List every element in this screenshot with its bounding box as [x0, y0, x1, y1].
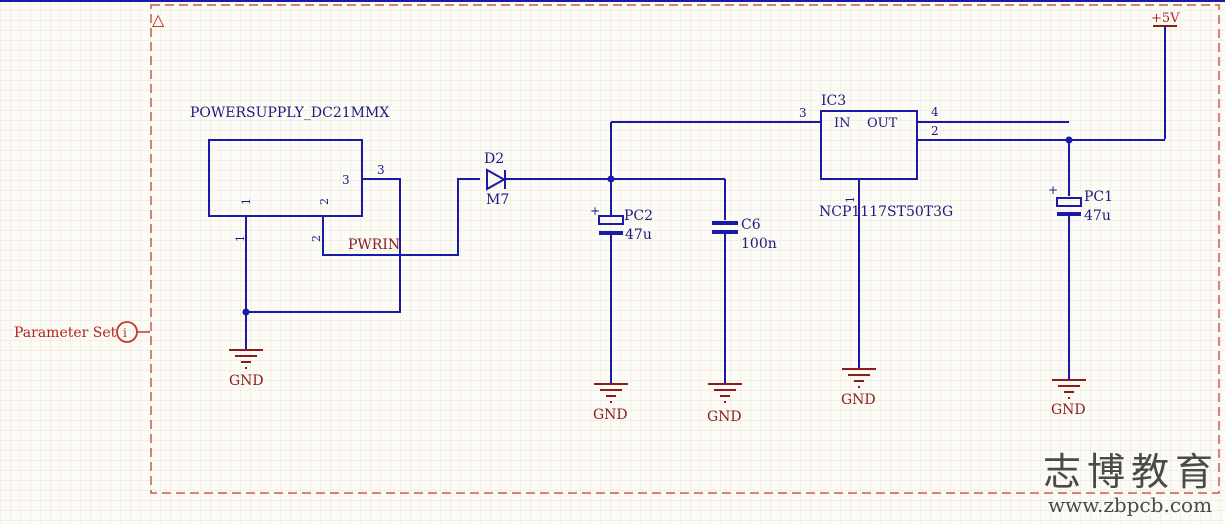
ic-pin-out2: 2: [931, 124, 939, 138]
ground-symbol: GND: [707, 383, 742, 425]
parameter-set-port[interactable]: Parameter Set i: [14, 321, 150, 343]
connector-pin2-outer: 2: [310, 235, 323, 242]
junction-dot: [242, 308, 250, 316]
ic-pin-out4: 4: [931, 105, 939, 119]
gnd-label: GND: [1051, 402, 1086, 418]
gnd-label: GND: [229, 373, 264, 389]
pc2-value: 47u: [625, 227, 652, 243]
connector-pin1-inner: 1: [240, 198, 253, 205]
diode-value: M7: [486, 192, 509, 208]
c6-plate-bottom: [712, 230, 738, 234]
port-symbol-letter: i: [123, 326, 127, 340]
port-label: Parameter Set: [14, 325, 117, 341]
ic-ref: IC3: [821, 93, 846, 109]
capacitor-pc1[interactable]: + PC1 47u: [1048, 183, 1113, 224]
connector-powersupply[interactable]: POWERSUPPLY_DC21MMX 1 2 3 3 1 2: [190, 105, 389, 242]
gnd-label: GND: [707, 409, 742, 425]
ic-out-label: OUT: [867, 116, 898, 131]
ic-pin-gnd: 1: [844, 196, 857, 203]
connector-pin3-outer: 3: [377, 163, 385, 177]
gnd-label: GND: [841, 392, 876, 408]
pc1-plate-top: [1056, 197, 1082, 207]
sheet-border: [150, 4, 1220, 494]
pc1-plate-bottom: [1057, 212, 1081, 216]
junction-dot: [607, 175, 615, 183]
power-label: +5V: [1151, 11, 1180, 26]
ic-in-label: IN: [834, 116, 851, 131]
pc2-plus: +: [590, 204, 600, 218]
wire-pin3-to-gnd: [246, 178, 401, 313]
power-port-5v[interactable]: +5V: [1151, 11, 1180, 139]
diode-ref: D2: [484, 151, 504, 167]
pc2-ref: PC2: [624, 208, 653, 224]
c6-value: 100n: [741, 236, 777, 252]
ic-part-number: NCP1117ST50T3G: [819, 204, 953, 220]
wire-pwrin: [322, 178, 480, 256]
pc1-value: 47u: [1084, 208, 1111, 224]
connector-pin2-inner: 2: [318, 198, 331, 205]
connector-pin3-inner: 3: [342, 173, 350, 187]
watermark-title: 志博教育: [1043, 450, 1219, 494]
pc1-ref: PC1: [1084, 189, 1113, 205]
ground-symbol: GND: [593, 383, 628, 423]
watermark-logo: 志博教育 www.zbpcb.com: [1043, 450, 1219, 517]
capacitor-pc2[interactable]: + PC2 47u: [590, 204, 653, 243]
ground-symbol: GND: [841, 368, 876, 408]
c6-plate-top: [712, 221, 738, 225]
ic-pin-in: 3: [799, 106, 807, 120]
gnd-label: GND: [593, 407, 628, 423]
connector-pin1-outer: 1: [234, 235, 247, 242]
net-label-pwrin: PWRIN: [348, 237, 400, 253]
connector-name: POWERSUPPLY_DC21MMX: [190, 105, 389, 121]
watermark-url: www.zbpcb.com: [1048, 493, 1212, 517]
pc1-plus: +: [1048, 183, 1058, 197]
diode-symbol: [486, 168, 507, 191]
pc2-plate-bottom: [599, 231, 623, 235]
regulator-ic3[interactable]: IC3 IN OUT 3 4 2 1 NCP1117ST50T3G: [799, 93, 953, 220]
pc2-plate-top: [598, 215, 624, 225]
diode-d2[interactable]: D2 M7: [484, 151, 509, 208]
c6-ref: C6: [741, 217, 761, 233]
ic-body: [820, 110, 918, 180]
ground-symbol: GND: [229, 349, 264, 389]
ground-symbol: GND: [1051, 379, 1086, 418]
sheet-marker: △: [152, 10, 165, 29]
capacitor-c6[interactable]: C6 100n: [712, 217, 777, 252]
